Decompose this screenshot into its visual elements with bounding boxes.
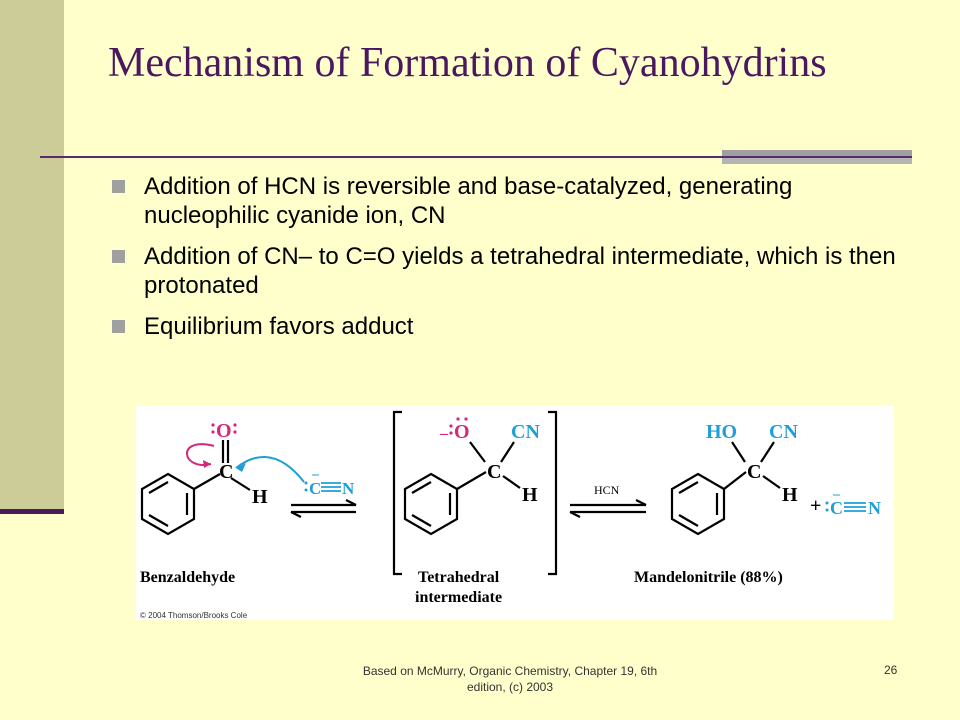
slide-title: Mechanism of Formation of Cyanohydrins [108,40,827,86]
carbon-label: C [219,461,233,483]
bullet-text: Addition of HCN is reversible and base-c… [144,173,793,229]
intermediate-label: intermediate [415,589,502,606]
oxygen-label: O [216,420,232,442]
benzaldehyde-label: Benzaldehyde [140,569,235,586]
mechanism-diagram: O C H C N – O – CN C H HO CN C H + C N – [140,410,881,620]
nitrile-label: CN [769,421,798,443]
slide-footer-citation: Based on McMurry, Organic Chemistry, Cha… [362,664,658,694]
bullet-text: Addition of CN– to C=O yields a tetrahed… [144,243,896,299]
bullet-square-icon [112,180,125,193]
title-rule-accent-lower [722,158,912,164]
carbon-label: C [747,461,761,483]
cyanide-nitrogen-label: N [342,479,355,498]
cyanide-charge-label: – [311,467,320,482]
bullet-item: Equilibrium favors adduct [112,312,912,341]
sidebar-foot-accent [0,509,64,514]
left-sidebar-bar [0,0,64,514]
arrow-reagent-label: HCN [594,483,620,497]
nitrile-label: CN [511,421,540,443]
mandelonitrile-label: Mandelonitrile (88%) [634,569,783,586]
mechanism-figure: O C H C N – O – CN C H HO CN C H + C N – [136,406,894,620]
hydroxyl-label: HO [706,421,737,443]
bullet-item: Addition of CN– to C=O yields a tetrahed… [112,242,912,300]
hydrogen-label: H [252,486,268,508]
cyanide-carbon-label: C [830,498,843,518]
plus-sign: + [810,495,821,517]
bullet-square-icon [112,250,125,263]
hydrogen-label: H [782,484,798,506]
cyanide-charge-label: – [832,487,841,502]
oxide-charge-label: – [439,425,449,442]
title-rule-accent [722,150,912,156]
title-underline [40,156,912,158]
copyright-label: © 2004 Thomson/Brooks Cole [140,611,248,620]
bullet-list: Addition of HCN is reversible and base-c… [112,172,912,353]
oxygen-label: O [454,421,470,443]
tetrahedral-label: Tetrahedral [418,569,500,586]
carbon-label: C [487,461,501,483]
page-number: 26 [884,663,898,677]
cyanide-nitrogen-label: N [868,498,881,518]
hydrogen-label: H [522,484,538,506]
cyanide-carbon-label: C [309,479,321,498]
bullet-text: Equilibrium favors adduct [144,313,414,340]
bullet-item: Addition of HCN is reversible and base-c… [112,172,912,230]
bullet-square-icon [112,320,125,333]
